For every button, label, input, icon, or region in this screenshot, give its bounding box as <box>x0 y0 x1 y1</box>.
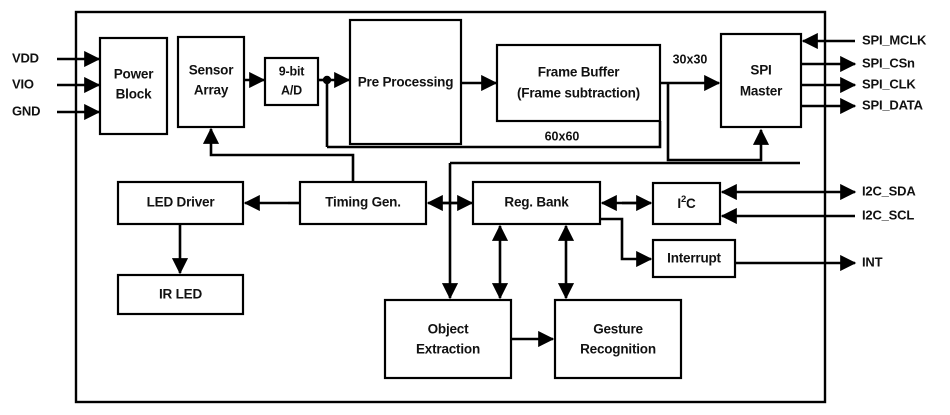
block-led-driver[interactable] <box>116 180 245 226</box>
wire-regbank-to-interrupt <box>600 217 653 268</box>
pin-group-i2c: I2C_SDA I2C_SCL INT <box>720 183 917 272</box>
pin-label-gnd: GND <box>12 103 40 118</box>
label-ir-led: IR LED <box>159 287 203 302</box>
label-spi-master-line1: SPI <box>750 63 771 78</box>
block-adc[interactable] <box>263 56 320 107</box>
pin-label-i2c-sda: I2C_SDA <box>862 183 916 198</box>
pin-label-int: INT <box>862 254 883 269</box>
label-i2c: I2C <box>677 194 696 211</box>
wire-spi-feedback-bus <box>666 83 770 162</box>
block-gesture-recognition[interactable] <box>553 298 683 380</box>
bus-label-30x30: 30x30 <box>673 52 708 66</box>
block-spi-master[interactable] <box>719 32 803 129</box>
block-reg-bank[interactable] <box>471 180 602 226</box>
block-interrupt[interactable] <box>651 238 737 279</box>
pin-label-vdd: VDD <box>12 50 39 65</box>
block-sensor-array[interactable] <box>176 35 246 129</box>
label-spi-master-line2: Master <box>740 84 783 99</box>
label-led-driver: LED Driver <box>147 195 216 210</box>
block-pre-processing[interactable] <box>348 18 463 146</box>
chip-boundary <box>74 10 827 404</box>
pin-group-spi: SPI_MCLK SPI_CSn SPI_CLK SPI_DATA <box>801 32 927 115</box>
bus-label-60x60: 60x60 <box>545 129 580 143</box>
label-timing-gen: Timing Gen. <box>325 195 401 210</box>
block-ir-led[interactable] <box>116 273 245 316</box>
label-object-extraction-line2: Extraction <box>416 342 480 357</box>
label-gesture-recognition-line2: Recognition <box>580 342 656 357</box>
label-gesture-recognition-line1: Gesture <box>593 322 643 337</box>
label-adc-line1: 9-bit <box>279 64 305 78</box>
label-power-block-line2: Block <box>116 87 152 102</box>
label-object-extraction-line1: Object <box>428 322 470 337</box>
label-adc-line2: A/D <box>281 83 302 97</box>
label-reg-bank: Reg. Bank <box>504 195 569 210</box>
block-object-extraction[interactable] <box>383 298 513 380</box>
block-power-block[interactable] <box>98 36 169 136</box>
wire-60x60-bus <box>327 121 662 149</box>
pin-label-i2c-scl: I2C_SCL <box>862 207 914 222</box>
label-sensor-array-line1: Sensor <box>189 63 235 78</box>
label-pre-processing: Pre Processing <box>358 75 454 90</box>
label-power-block-line1: Power <box>114 67 154 82</box>
label-frame-buffer-line2: (Frame subtraction) <box>517 86 640 101</box>
wire-timing-to-sensor <box>202 127 355 182</box>
block-i2c[interactable] <box>651 181 722 226</box>
pin-label-spi-mclk: SPI_MCLK <box>862 32 927 47</box>
block-timing-gen[interactable] <box>298 180 428 226</box>
pin-label-vio: VIO <box>12 76 34 91</box>
pin-label-spi-clk: SPI_CLK <box>862 76 916 91</box>
pin-group-left: VDD VIO GND <box>12 50 101 121</box>
label-frame-buffer-line1: Frame Buffer <box>538 65 621 80</box>
pin-label-spi-csn: SPI_CSn <box>862 55 915 70</box>
block-frame-buffer[interactable] <box>495 43 662 123</box>
pin-label-spi-data: SPI_DATA <box>862 97 924 112</box>
label-interrupt: Interrupt <box>667 251 721 266</box>
label-sensor-array-line2: Array <box>194 83 229 98</box>
